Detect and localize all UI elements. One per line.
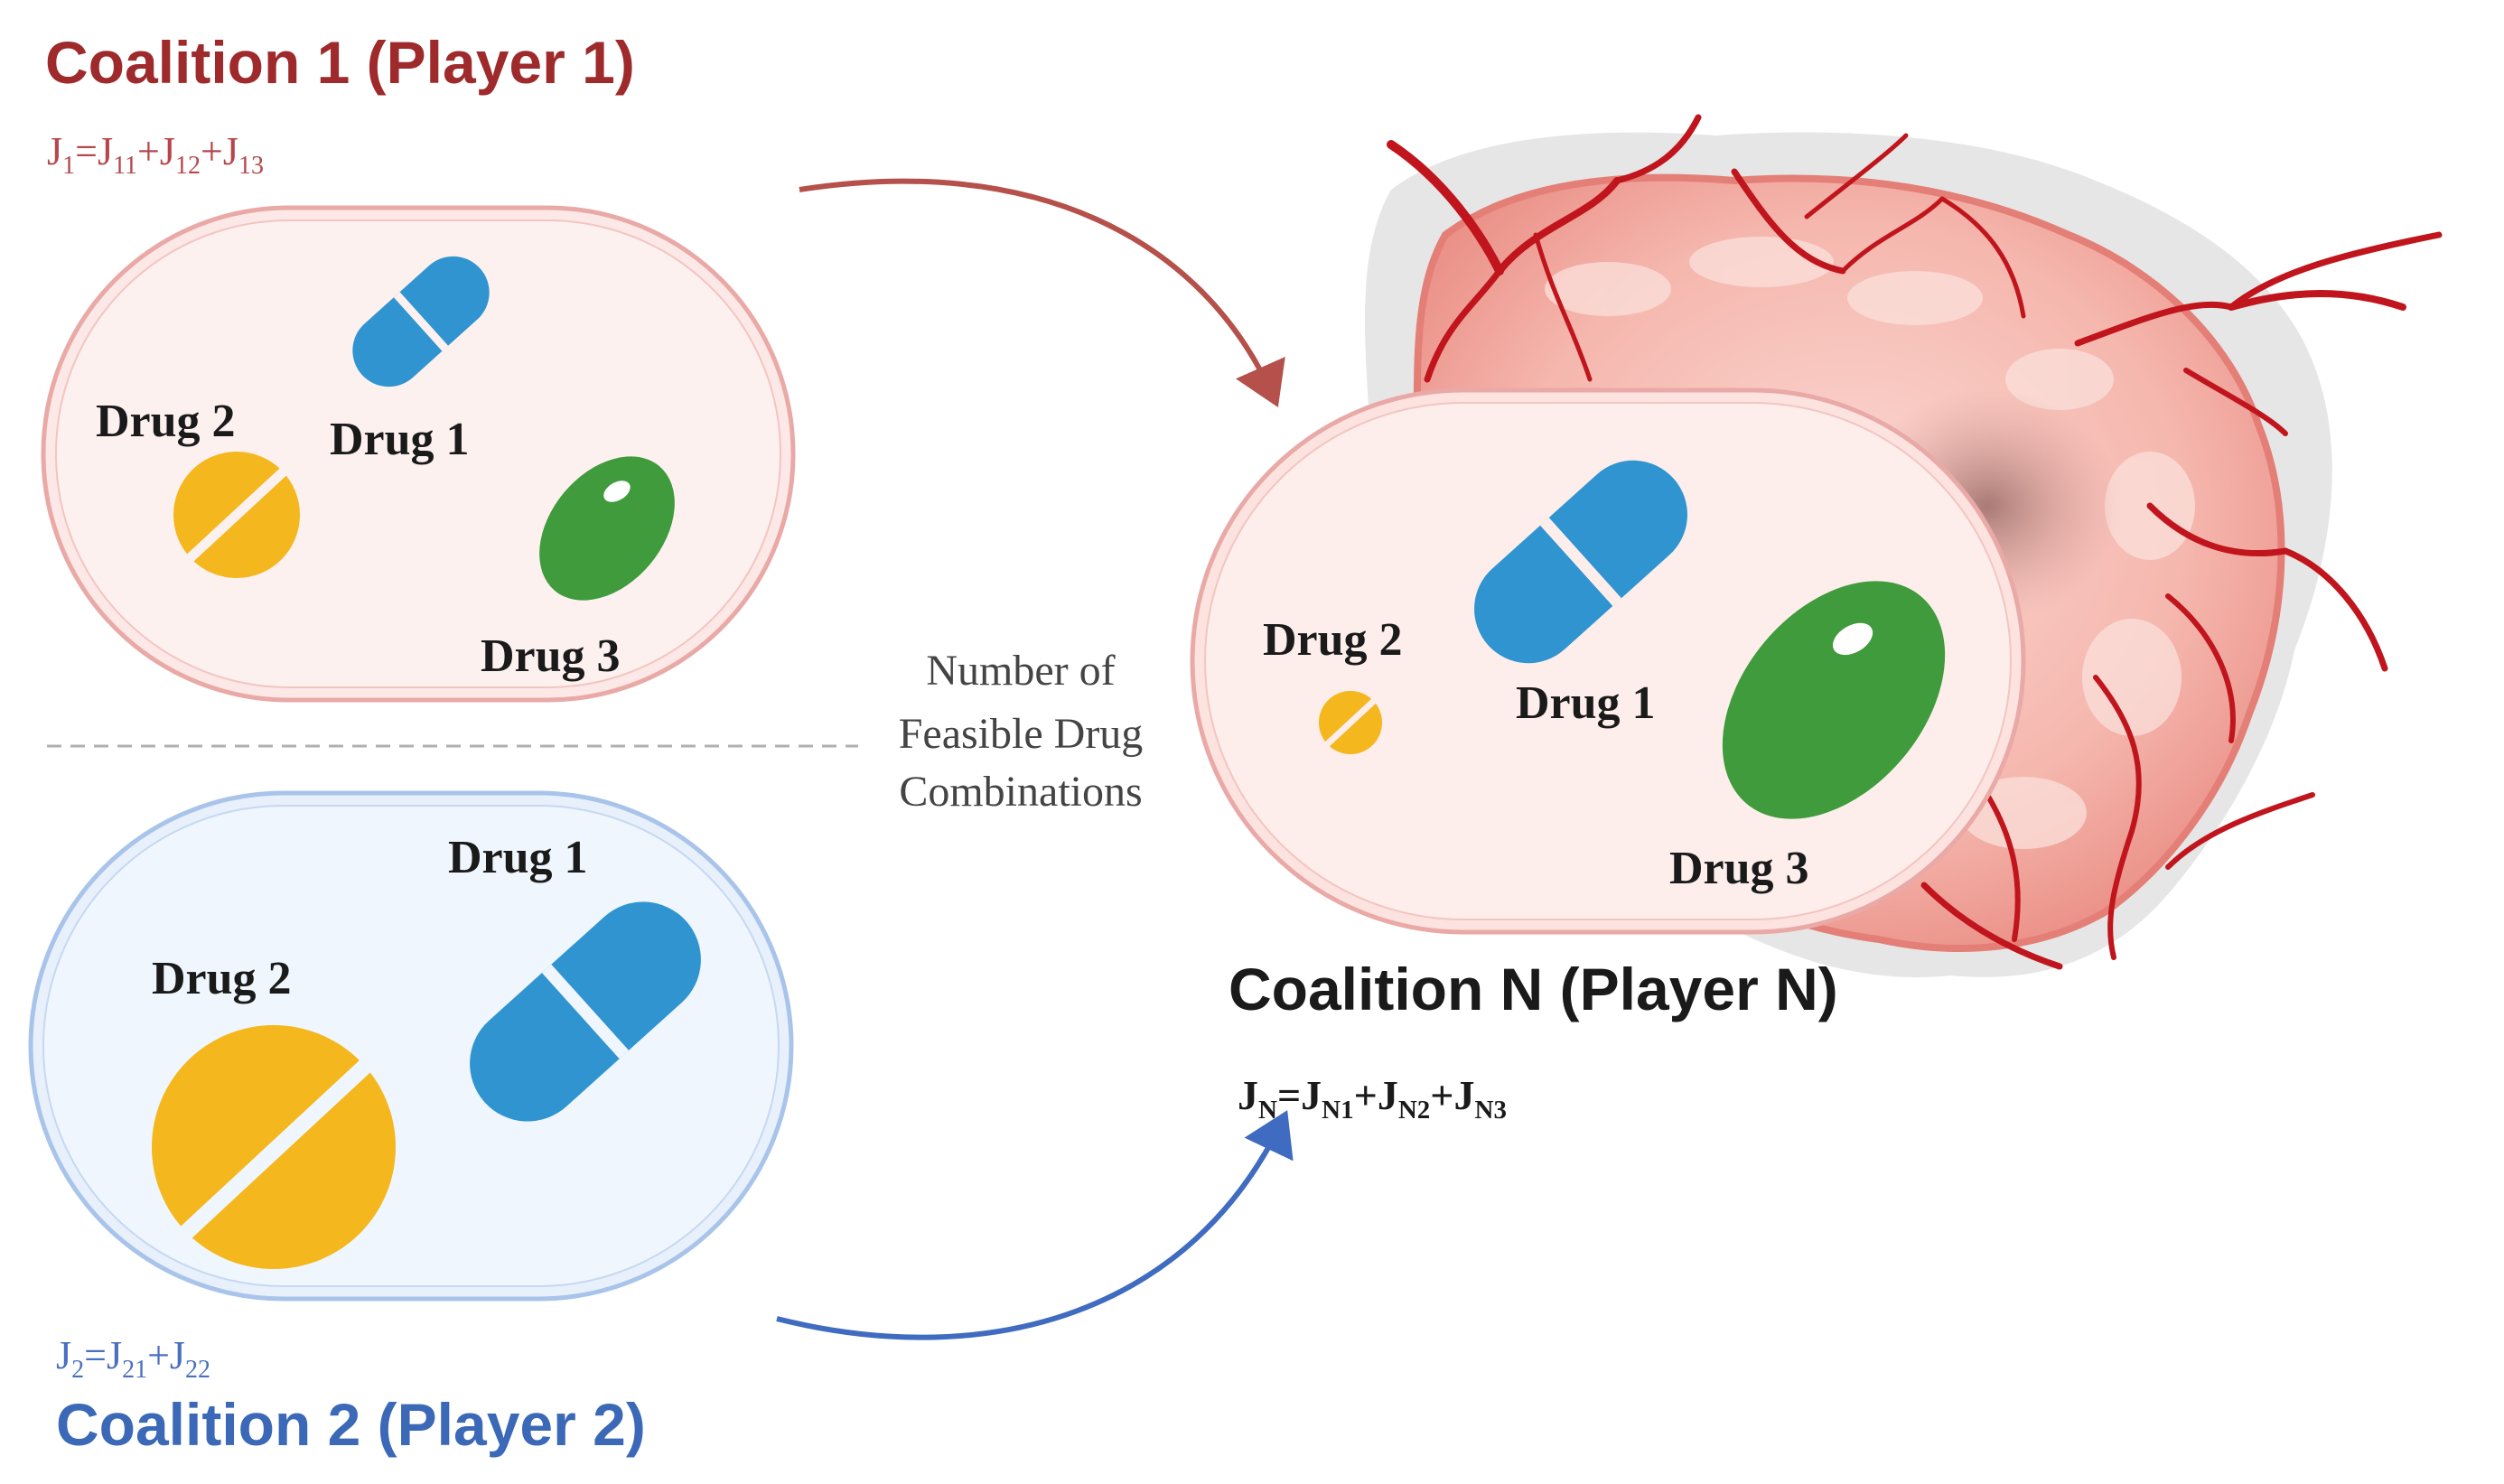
svg-text:Combinations: Combinations [899,768,1142,816]
coalitionN-box: Drug 1 Drug 2 Drug 3 [1190,387,2026,935]
arrow-coalition1-to-N [799,178,1285,407]
capsule-icon [470,901,701,1122]
capsule-icon [352,256,490,387]
blood-vessels [1387,114,2443,970]
coalition2-drug2-label: Drug 2 [152,953,292,1004]
coalitionN-drug2-label: Drug 2 [1263,614,1403,666]
coalition1-drug2-label: Drug 2 [96,396,236,447]
coalition1-drug1-label: Drug 1 [330,414,470,465]
coalitionN-drug1-label: Drug 1 [1516,677,1656,729]
coalitionN-equation: JN=JN1+JN2+JN3 [1238,1072,1507,1125]
tablet-icon [152,1025,396,1269]
tablet-icon [173,452,300,578]
pill-icon [539,456,675,601]
arrow-coalition2-to-N [776,1110,1294,1340]
coalition1-drug3-label: Drug 3 [481,630,621,682]
coalitionN-drug3-label: Drug 3 [1669,843,1809,894]
coalitionN-title: Coalition N (Player N) [1229,956,1838,1022]
coalition1-equation: J1=J11+J12+J13 [47,129,264,180]
feasible-combinations-label: Number of Feasible Drug Combinations [899,647,1144,816]
coalition2-drug1-label: Drug 1 [448,832,588,883]
coalition2-title: Coalition 2 (Player 2) [56,1391,646,1458]
coalition1-box: Drug 1 Drug 2 Drug 3 [41,205,796,703]
pill-icon [1722,581,1946,819]
coalition2-equation: J2=J21+J22 [56,1333,210,1384]
svg-text:Feasible Drug: Feasible Drug [899,710,1144,758]
coalition1-title: Coalition 1 (Player 1) [45,29,635,96]
tablet-icon [1319,691,1382,754]
svg-text:Number of: Number of [926,647,1115,695]
coalition2-box: Drug 1 Drug 2 [28,790,794,1302]
capsule-icon [1474,460,1687,664]
